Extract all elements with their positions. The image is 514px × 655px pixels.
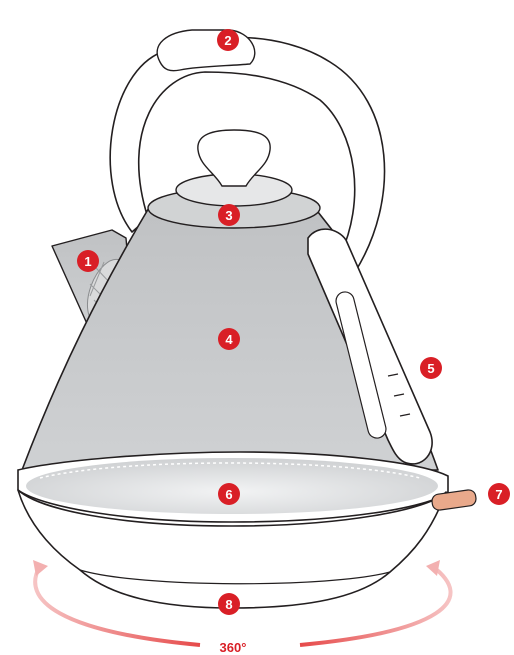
svg-text:3: 3 [225, 208, 232, 223]
marker-5: 5 [420, 357, 442, 379]
marker-1: 1 [77, 250, 99, 272]
svg-text:8: 8 [225, 597, 232, 612]
rotation-arrowhead-right [426, 560, 440, 576]
marker-6: 6 [218, 483, 240, 505]
svg-text:4: 4 [225, 332, 233, 347]
svg-text:7: 7 [495, 487, 502, 502]
marker-7: 7 [488, 483, 510, 505]
svg-text:1: 1 [84, 254, 91, 269]
rotation-label: 360° [220, 640, 247, 655]
svg-text:6: 6 [225, 487, 232, 502]
svg-text:2: 2 [224, 33, 231, 48]
marker-3: 3 [218, 204, 240, 226]
marker-4: 4 [218, 328, 240, 350]
svg-text:5: 5 [427, 361, 434, 376]
marker-2: 2 [217, 29, 239, 51]
marker-8: 8 [218, 593, 240, 615]
